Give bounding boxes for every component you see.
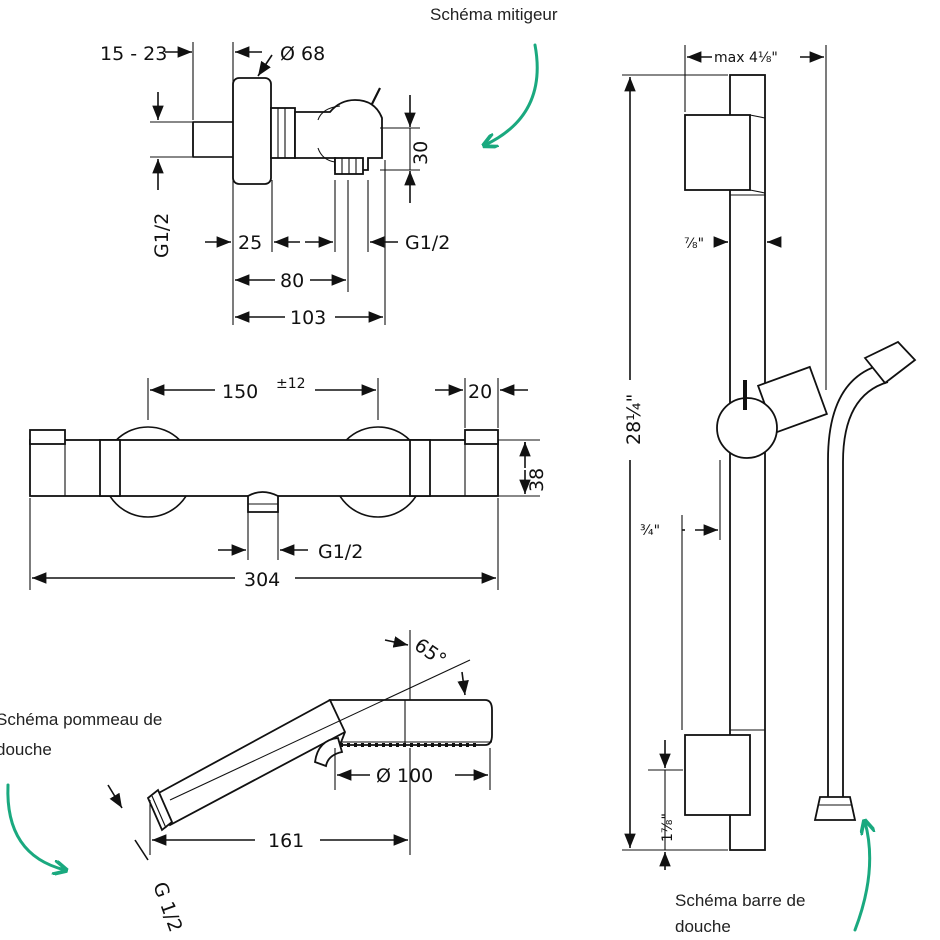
rosette-diameter-label: Ø 68 <box>280 43 325 65</box>
inlet-left-label: G1/2 <box>151 213 173 258</box>
shower-bar-view: max 4⅛" 28¼" ⅞" ¾" 1⅞" <box>622 45 917 870</box>
bar-caption-line1: Schéma barre de <box>675 891 805 910</box>
handshower-length-label: 161 <box>268 830 304 852</box>
angle-label: 65° <box>410 634 450 671</box>
bar-total-height-label: 28¼" <box>623 394 645 445</box>
dim-25-label: 25 <box>238 232 262 254</box>
max-offset-label: max 4⅛" <box>714 50 778 66</box>
mixer-caption: Schéma mitigeur <box>430 5 558 24</box>
outlet-label: G1/2 <box>318 541 363 563</box>
wall-range-label: 15 - 23 <box>100 43 167 65</box>
handshower-pointer-arrow <box>6 783 65 870</box>
handshower-view: 65° Ø 100 161 G 1/2 <box>107 630 493 935</box>
handshower-caption-line1: Schéma pommeau de <box>0 710 162 729</box>
mixer-pointer-arrow <box>485 43 539 145</box>
mixer-height-label: 30 <box>410 141 432 165</box>
spacing-label: 150 <box>222 381 258 403</box>
bar-caption-line2: douche <box>675 917 731 936</box>
slider-offset-label: ¾" <box>640 523 660 539</box>
bar-pointer-arrow <box>853 822 870 932</box>
bar-width-label: ⅞" <box>684 236 704 252</box>
mixer-top-view: 15 - 23 Ø 68 30 G1/2 25 G1/2 80 103 <box>100 42 450 329</box>
bottom-offset-label: 1⅞" <box>660 813 676 842</box>
inlet-right-label: G1/2 <box>405 232 450 254</box>
dim-103-label: 103 <box>290 307 326 329</box>
handshower-caption-line2: douche <box>0 740 52 759</box>
head-diameter-label: Ø 100 <box>376 765 433 787</box>
front-height-label: 38 <box>526 468 548 492</box>
thread-label: G 1/2 <box>148 879 186 935</box>
total-length-label: 304 <box>244 569 280 591</box>
end-cap-label: 20 <box>468 381 492 403</box>
dim-80-label: 80 <box>280 270 304 292</box>
tolerance-label: ±12 <box>276 376 306 392</box>
mixer-front-view: 150 ±12 20 38 G1/2 304 <box>29 376 548 591</box>
